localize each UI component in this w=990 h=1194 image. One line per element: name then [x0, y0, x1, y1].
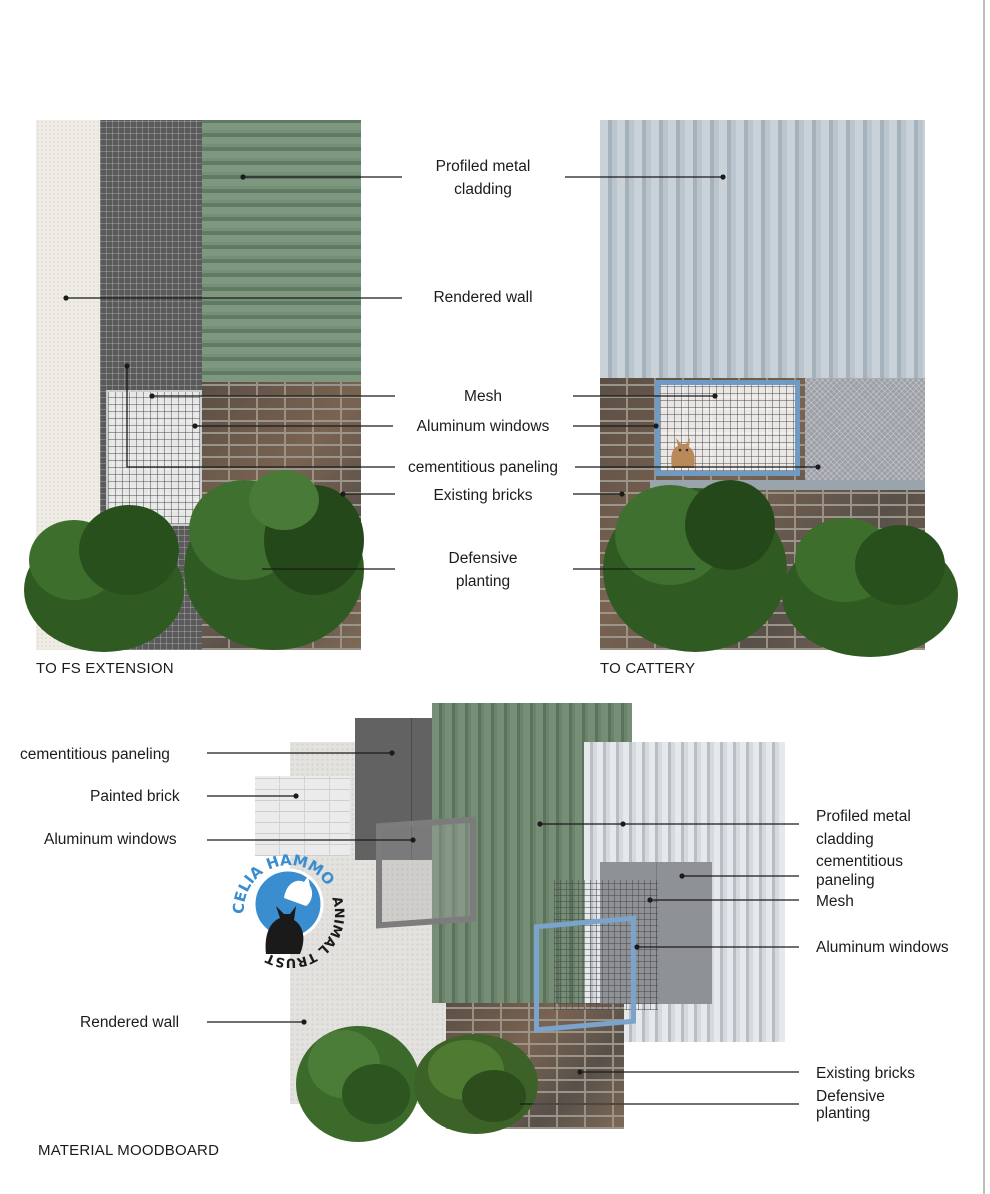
cementitious-mesh-panel-swatch	[805, 378, 925, 482]
mb-label-cementitious-paneling: cementitious paneling	[20, 746, 170, 763]
window-sill	[650, 480, 925, 490]
mb-label-aluminum-windows-right: Aluminum windows	[816, 939, 949, 956]
mb-blue-window-frame	[534, 915, 636, 1033]
cattery-window-swatch	[655, 380, 800, 476]
mb-defensive-planting	[296, 1026, 538, 1142]
page-border-line	[983, 0, 985, 1194]
label-profiled-metal-cladding: Profiled metal cladding	[435, 158, 531, 198]
mb-label-painted-brick: Painted brick	[90, 788, 180, 805]
mb-label-existing-bricks: Existing bricks	[816, 1065, 916, 1082]
celia-hammond-logo: CELIA HAMMOND ANIMAL TRUST	[226, 842, 346, 968]
mb-label-defensive-planting: Defensive planting	[816, 1088, 885, 1122]
mb-label-cementitious-paneling-right: cementitious paneling	[816, 853, 904, 889]
mb-label-profiled-metal-cladding: Profiled metal cladding	[816, 808, 911, 848]
caption-cattery: TO CATTERY	[600, 660, 696, 677]
mb-label-aluminum-windows-left: Aluminum windows	[44, 831, 177, 848]
green-cladding-swatch	[202, 120, 361, 382]
mb-label-rendered-wall: Rendered wall	[80, 1014, 180, 1031]
cat-icon	[671, 438, 695, 468]
mb-mesh-swatch	[554, 880, 658, 1010]
label-rendered-wall: Rendered wall	[433, 289, 533, 306]
grey-cladding-swatch	[600, 120, 925, 378]
defensive-planting-cattery	[603, 480, 958, 657]
label-aluminum-windows: Aluminum windows	[416, 418, 550, 435]
label-defensive-planting: Defensive planting	[448, 550, 518, 590]
caption-material-moodboard: MATERIAL MOODBOARD	[38, 1142, 220, 1159]
label-cementitious-paneling: cementitious paneling	[408, 459, 558, 476]
mb-grey-window-frame	[376, 816, 476, 929]
mb-panel-seam	[411, 718, 412, 860]
label-mesh: Mesh	[464, 388, 502, 405]
defensive-planting-fs	[24, 470, 364, 652]
label-existing-bricks: Existing bricks	[433, 487, 533, 504]
caption-fs-extension: TO FS EXTENSION	[36, 660, 174, 677]
mb-label-mesh: Mesh	[816, 893, 854, 910]
mb-painted-brick-swatch	[255, 776, 350, 856]
